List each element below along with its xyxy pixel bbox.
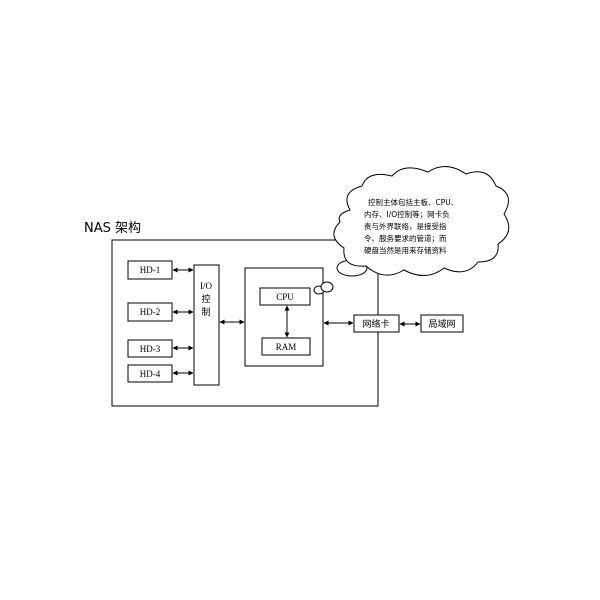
ram-box	[261, 337, 311, 356]
callout-line-4: 令、服务要求的管道；而	[364, 233, 447, 243]
lan-label: 局域网	[428, 318, 455, 330]
thought-cloud	[333, 166, 510, 276]
io-control-line-3: 制	[201, 306, 210, 318]
diagram-title: NAS 架构	[84, 221, 141, 236]
io-control-line-1: I/O	[200, 281, 212, 291]
disk-box-3	[127, 339, 173, 358]
callout-line-3: 责与外界联络，是接受指	[364, 221, 447, 231]
disk-label-4: HD-4	[140, 369, 161, 379]
callout-line-1: 控制主体包括主板、CPU、	[368, 197, 458, 207]
network-card-box	[353, 314, 400, 333]
callout-line-5: 硬盘当然是用来存储资料	[364, 245, 447, 255]
lan-box	[420, 314, 464, 333]
network-card-label: 网络卡	[362, 318, 389, 330]
io-control-box	[193, 264, 220, 386]
cpu-box	[259, 287, 311, 306]
thought-bubble-dot-medium	[320, 281, 334, 293]
cpu-label: CPU	[276, 292, 294, 302]
disk-label-2: HD-2	[140, 307, 161, 317]
disk-label-3: HD-3	[140, 344, 161, 354]
callout-line-2: 内存、I/O控制等；网卡负	[364, 209, 450, 219]
disk-label-1: HD-1	[140, 265, 161, 275]
io-control-line-2: 控	[201, 293, 210, 305]
disk-box-2	[127, 302, 173, 322]
disk-box-1	[127, 260, 173, 280]
ram-label: RAM	[276, 342, 297, 352]
disk-box-4	[127, 364, 173, 383]
